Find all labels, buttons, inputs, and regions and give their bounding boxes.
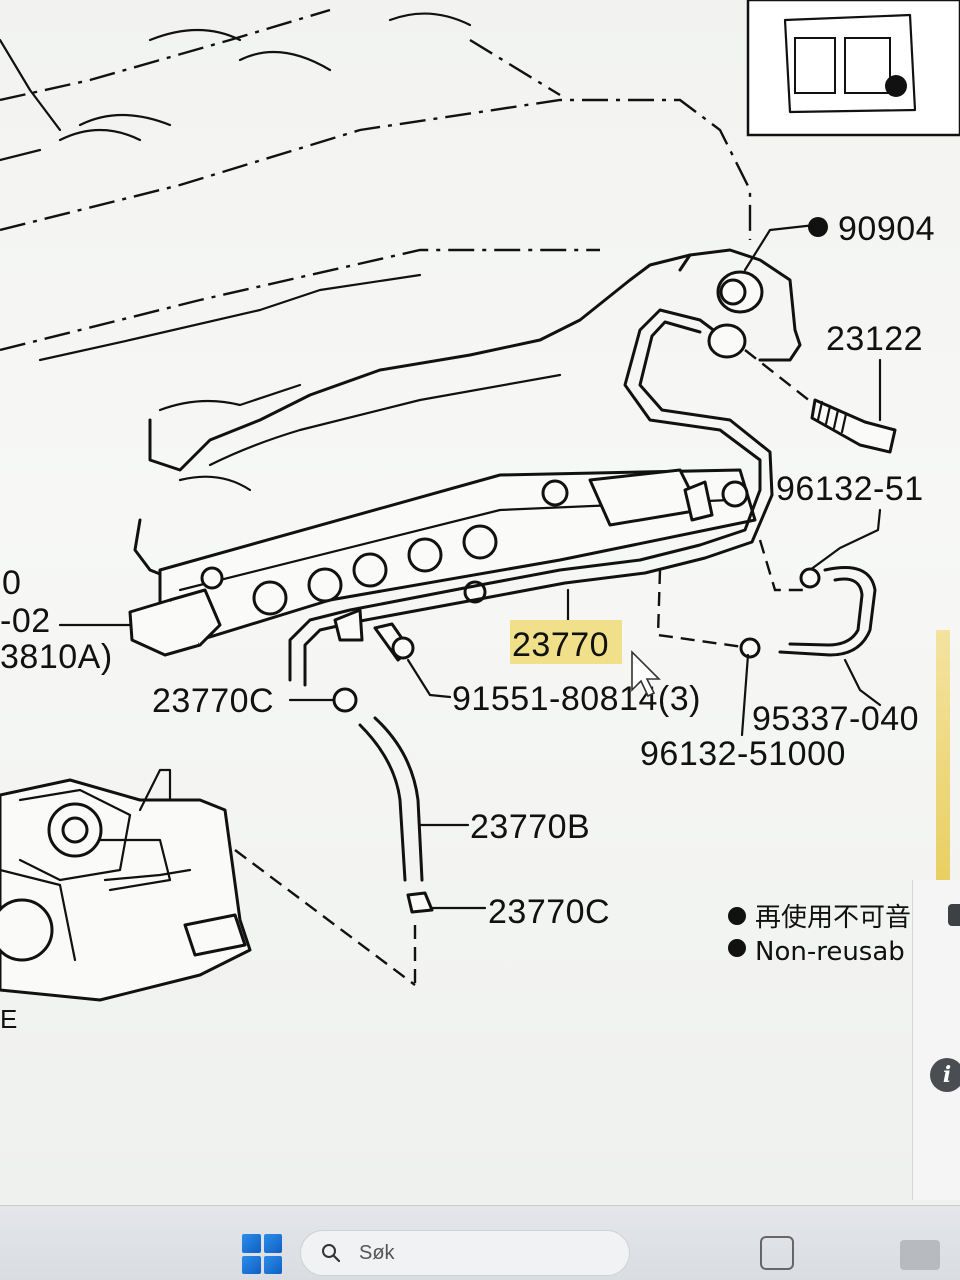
fuel-supply-pump	[0, 768, 252, 1002]
windows-start-icon[interactable]	[242, 1234, 282, 1274]
hose-connections	[566, 508, 882, 737]
search-placeholder: Søk	[359, 1241, 395, 1264]
part-number-left-partial-2[interactable]: -02	[0, 602, 51, 640]
part-number-left-partial-4: E	[0, 1004, 17, 1034]
cylinder-head	[38, 253, 692, 602]
parts-diagram: 90904 23122 96132-51 23770 91551-80814(3…	[0, 0, 960, 1034]
part-number-95337[interactable]: 95337-040	[752, 700, 919, 738]
bolt-91551	[333, 608, 452, 699]
part-number-left-partial-3[interactable]: 3810A)	[0, 638, 113, 676]
part-number-left-partial-1[interactable]: 0	[2, 564, 21, 602]
part-number-91551[interactable]: 91551-80814(3)	[452, 680, 701, 718]
engine-head-outline	[0, 8, 752, 352]
part-number-96132-bottom[interactable]: 96132-51000	[640, 735, 846, 773]
taskbar-search-input[interactable]: Søk	[300, 1230, 630, 1276]
hose-23770b	[234, 687, 487, 986]
taskbar-app-icon[interactable]	[760, 1236, 794, 1270]
legend-non-reusable-jp: 再使用不可音	[755, 903, 911, 933]
part-number-23770b[interactable]: 23770B	[470, 808, 590, 846]
side-panel-toggle[interactable]	[948, 904, 960, 926]
part-number-23770[interactable]: 23770	[512, 626, 609, 664]
non-reusable-bullet-icon	[728, 907, 746, 925]
scrollbar-highlight[interactable]	[936, 630, 950, 880]
part-number-23122[interactable]: 23122	[826, 320, 923, 358]
part-number-96132-top[interactable]: 96132-51	[776, 470, 924, 508]
banjo-bolt-23122	[744, 349, 897, 454]
part-number-23770c-left[interactable]: 23770C	[152, 682, 274, 720]
side-panel	[912, 880, 960, 1200]
pressure-sensor	[58, 588, 222, 657]
non-reusable-bullet-icon-2	[728, 939, 746, 957]
mouse-cursor-icon	[631, 650, 661, 698]
part-number-90904[interactable]: 90904	[838, 210, 935, 248]
diagram-thumbnail	[746, 0, 960, 137]
search-icon	[322, 1244, 341, 1263]
taskbar-app-icon-2[interactable]	[900, 1240, 940, 1270]
legend: 再使用不可音 Non-reusab	[728, 903, 911, 967]
legend-non-reusable-en: Non-reusab	[755, 937, 905, 967]
taskbar: Søk	[0, 1205, 960, 1280]
pipe-fitting	[678, 217, 828, 362]
highlight-23770	[510, 620, 622, 664]
part-callouts: 90904 23122 96132-51 23770 91551-80814(3…	[0, 210, 935, 1034]
info-icon[interactable]: i	[930, 1058, 960, 1092]
part-number-23770c-bottom[interactable]: 23770C	[488, 893, 610, 931]
